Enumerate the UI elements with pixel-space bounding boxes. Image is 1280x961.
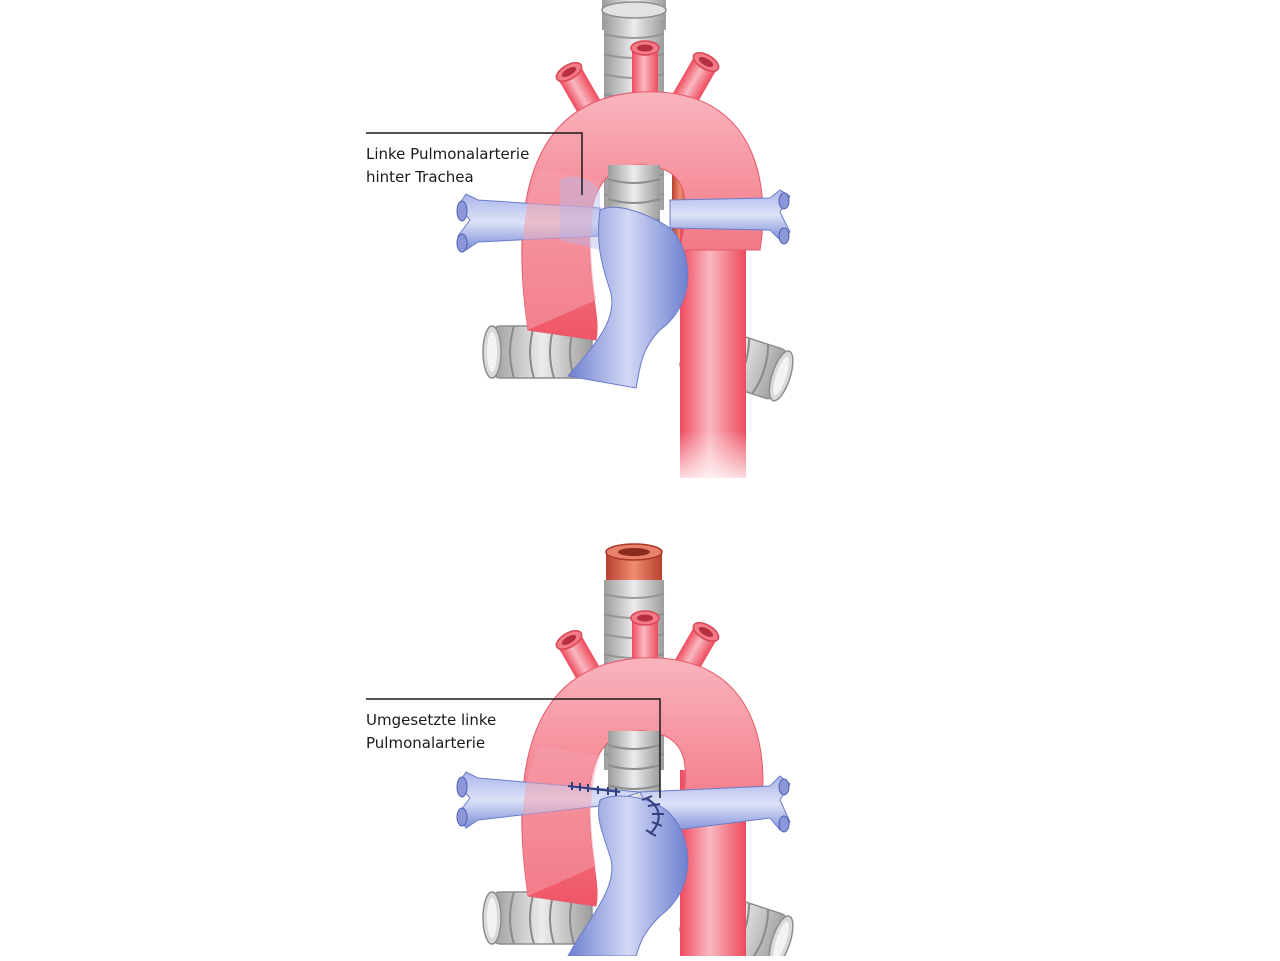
pulmonary-trunk bbox=[567, 206, 689, 389]
descending-aorta bbox=[680, 200, 746, 478]
label-relocated-left-pulmonary-artery: Umgesetzte linke Pulmonalarterie bbox=[366, 709, 496, 755]
trachea bbox=[601, 0, 667, 211]
label-bottom-line2: Pulmonalarterie bbox=[366, 734, 486, 752]
leader-line-bottom bbox=[366, 698, 661, 798]
right-pulmonary-artery bbox=[669, 189, 791, 245]
label-bottom-line1: Umgesetzte linke bbox=[366, 711, 497, 729]
right-pulmonary-artery bbox=[639, 775, 791, 833]
esophagus-top bbox=[605, 543, 663, 584]
leader-line-top bbox=[366, 132, 583, 195]
label-top-line1: Linke Pulmonalarterie bbox=[366, 145, 530, 163]
label-left-pulmonary-artery-behind-trachea: Linke Pulmonalarterie hinter Trachea bbox=[366, 143, 529, 189]
diagram-before-surgery bbox=[456, 0, 799, 490]
pulmonary-trunk bbox=[567, 795, 689, 957]
suture-lines bbox=[567, 782, 664, 837]
diagram-after-surgery bbox=[456, 543, 799, 961]
label-top-line2: hinter Trachea bbox=[366, 168, 474, 186]
